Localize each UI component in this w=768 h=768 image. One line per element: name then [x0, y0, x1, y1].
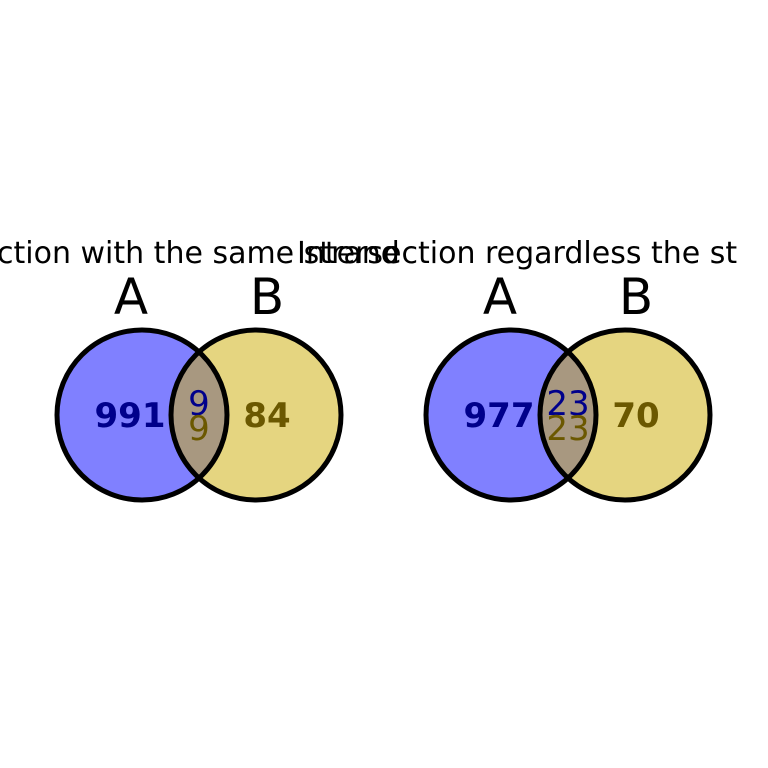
venn-diagram-2: A B 977 70 23 23: [423, 268, 713, 503]
venn-2-only-b-count: 70: [612, 396, 659, 436]
venn-1-set-b-label: B: [250, 268, 284, 326]
venn-1-set-a-label: A: [114, 268, 148, 326]
venn-1-only-a-count: 991: [95, 396, 166, 436]
venn-2-both-count-b: 23: [546, 409, 589, 449]
venn-2-set-a-label: A: [483, 268, 517, 326]
venn-1-title: ction with the same strand: [0, 236, 400, 271]
venn-2-set-b-outline: [537, 327, 713, 503]
venn-1-both-count-a: 9: [188, 384, 210, 424]
venn-1-both-count-b: 9: [188, 409, 210, 449]
venn-1-only-b-count: 84: [243, 396, 290, 436]
venn-2-both-count-a: 23: [546, 384, 589, 424]
venn-1-set-a-outline: [54, 327, 230, 503]
venn-diagram-1: A B 991 84 9 9: [54, 268, 344, 503]
venn-2-only-a-count: 977: [464, 396, 535, 436]
venn-2-title: Intersection regardless the st: [297, 236, 737, 271]
venn-2-set-b-label: B: [619, 268, 653, 326]
venn-1-set-b-outline: [168, 327, 344, 503]
venn-2-set-a-outline: [423, 327, 599, 503]
